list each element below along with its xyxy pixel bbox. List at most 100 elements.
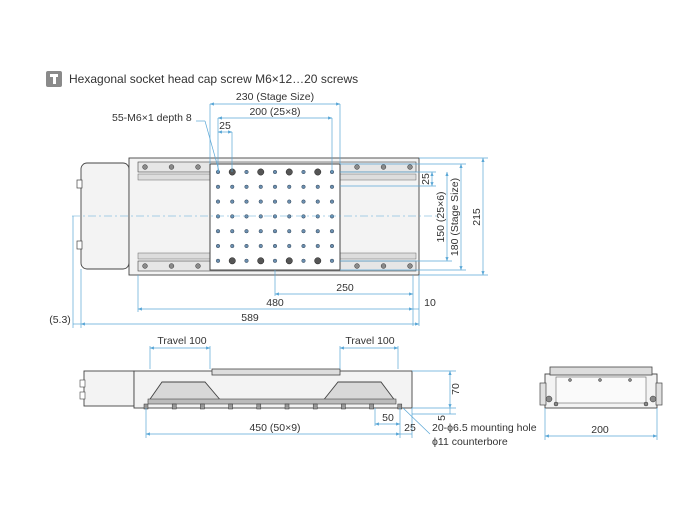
rail-hole [168,263,175,269]
stage-hole [272,169,278,175]
stage-hole [244,169,249,175]
end-flange [539,382,547,406]
stage-hole [287,199,292,204]
stage-hole [301,214,306,219]
stage-hole [230,243,235,249]
stage-hole [287,243,292,249]
rail-hole [354,164,360,170]
dimension-labels: 230 (Stage Size) 200 (25×8) 55-M6×1 dept… [49,91,609,448]
stage-hole [314,257,322,265]
side-view [79,368,413,410]
stage-hole [301,169,306,175]
dim-5: 5 [436,415,448,421]
stage-hole [315,229,320,234]
stage-hole [215,199,221,204]
rail-hole [354,263,360,269]
dim-travel-left: Travel 100 [157,335,206,347]
dim-589: 589 [241,312,259,324]
side-mount-hole [369,403,374,410]
stage-hole [329,199,335,204]
stage-hole [215,214,221,219]
end-dimensions [544,408,658,440]
motor-connector [76,240,83,250]
dim-480: 480 [266,297,284,309]
end-bolts [545,378,657,407]
dim-hole-pitch-right: 25 [420,173,432,185]
side-mount-hole [341,403,346,410]
stage-hole [258,199,263,204]
stage-hole [315,199,320,204]
stage-hole [314,168,322,176]
dim-50: 50 [382,412,394,424]
side-mount-holes [143,403,403,410]
side-connector [79,391,86,400]
stage-hole [329,258,335,263]
rail-hole [195,164,201,170]
stage-hole [258,229,263,234]
dim-5-3: (5.3) [49,314,71,326]
rail-hole [407,263,413,269]
side-mount-hole [228,403,233,410]
side-carriage-bar [147,398,397,405]
end-view [539,366,663,409]
stage-hole [315,243,320,249]
stage-hole [230,214,235,219]
rail-hole [142,263,148,269]
stage-hole [301,243,306,249]
stage-hole [215,258,221,263]
dim-hole-span-x: 200 (25×8) [249,106,300,118]
dim-hole-span-y: 150 (25×6) [435,191,447,242]
stage-hole [272,243,278,249]
dim-250: 250 [336,282,354,294]
dim-70: 70 [450,383,462,395]
rail-hole [407,164,413,170]
stage-hole [258,214,263,219]
stage-hole [315,184,320,189]
stage-hole [257,257,265,265]
side-dimensions [145,346,456,438]
stage-hole [230,229,235,234]
stage-hole [230,199,235,204]
stage-hole [258,243,263,249]
stage-hole [315,214,320,219]
stage-hole [287,229,292,234]
dim-10: 10 [424,297,436,309]
dim-mounting-holes: 20-ϕ6.5 mounting hole [432,422,537,434]
side-carriage-right [321,381,397,403]
stage-hole [329,229,335,234]
stage-hole [272,258,278,263]
legend: Hexagonal socket head cap screw M6×12…20… [46,71,358,87]
hex-socket-screw-icon [46,71,62,87]
rail-hole [168,164,175,170]
stage-hole [272,199,278,204]
side-motor [83,370,135,407]
stage-hole [244,184,249,189]
dim-tapped-holes: 55-M6×1 depth 8 [112,112,192,124]
side-connector [79,379,86,388]
rail-hole [380,263,387,269]
rail-hole [142,164,148,170]
side-mount-hole [256,403,262,410]
stage-hole [215,229,221,234]
stage-hole [272,214,278,219]
stage-hole [215,184,221,189]
end-flange [655,382,663,406]
stage-hole [287,214,292,219]
motor-connector [76,179,83,189]
stage-hole [244,229,249,234]
stage-hole [301,199,306,204]
stage-hole [244,199,249,204]
dim-hole-pitch-top: 25 [219,120,231,132]
dim-counterbore: ϕ11 counterbore [432,436,508,448]
stage-hole [329,243,335,249]
dim-travel-right: Travel 100 [345,335,394,347]
stage-hole [301,258,306,263]
side-stage [211,368,341,376]
dim-stage-size-depth: 180 (Stage Size) [449,178,461,256]
stage-hole [215,243,221,249]
side-mount-hole [312,403,318,410]
stage-hole [230,184,235,189]
stage-hole [285,257,293,265]
stage-hole [228,257,236,265]
